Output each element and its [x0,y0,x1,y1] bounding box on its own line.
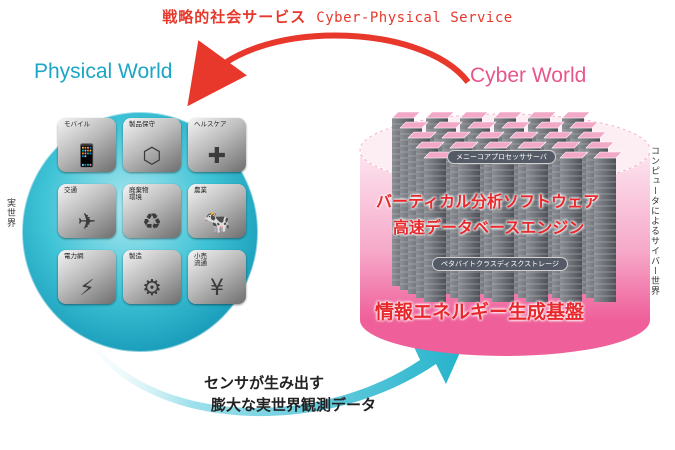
tile-label: 製造 [129,252,142,260]
pillar-top [593,151,623,159]
cow-icon: 🐄 [203,210,231,235]
car-plane-icon: ✈ [77,210,97,235]
product-maintenance-icon: ⬡ [142,144,162,169]
pillar-top [407,131,437,139]
tile-1: モバイル 📱 [58,118,116,172]
pillar-top [449,141,479,149]
pillar-top [517,141,547,149]
pillar-top [561,111,591,119]
petabyte-storage-label: ペタバイトクラスディスクストレージ [432,257,569,271]
tile-label: ヘルスケア [194,120,227,128]
service-title-en: Cyber-Physical Service [316,10,513,26]
information-energy-foundation: 情報エネルギー生成基盤 [375,301,585,323]
pillar-top [551,141,581,149]
pillar-top [577,131,607,139]
power-tower-icon: ⚡ [79,276,95,301]
tile-8: 製造 ⚙ [123,250,181,304]
cyber-world-side-label: コンピュータによるサイバー世界 [649,146,659,296]
tile-label: 交通 [64,186,77,194]
tile-7: 電力網 ⚡ [58,250,116,304]
tile-3: ヘルスケア ✚ [188,118,246,172]
service-arrow [187,32,471,107]
real-world-label: 実世界 [5,198,15,228]
pillar-top [467,121,497,129]
mobile-phone-icon: 📱 [73,144,101,169]
pillar-top [527,111,557,119]
pillar-top [433,121,463,129]
tile-9: 小売 流通¥ [188,250,246,304]
manycore-server-label: メニーコアプロセッササーバ [447,150,556,164]
tile-label: 小売 流通 [194,252,207,267]
tile-label: 廃棄物 環境 [129,186,149,201]
data-flow-arrow [70,300,470,417]
pillar-top [569,121,599,129]
pillar-top [559,151,589,159]
tile-5: 廃棄物 環境 ♻ [123,184,181,238]
tile-label: 電力網 [64,252,84,260]
pillar-top [459,111,489,119]
healthcare-icon: ✚ [207,144,227,169]
pillar-top [543,131,573,139]
physical-world-title: Physical World [34,60,173,83]
pillar-top [441,131,471,139]
pillar-top [425,111,455,119]
database-engine: 高速データベースエンジン [393,218,585,237]
pillar-top [509,131,539,139]
tile-label: モバイル [64,120,90,128]
sensor-text-line1: センサが生み出す [204,374,325,392]
service-title-jp: 戦略的社会サービス [162,8,307,26]
tile-2: 製品保守 ⬡ [123,118,181,172]
tile-6: 農業 🐄 [188,184,246,238]
pillar-top [501,121,531,129]
gears-icon: ⚙ [142,276,162,301]
globe-recycle-icon: ♻ [142,210,162,235]
server-pillars [391,111,623,302]
pillar-top [493,111,523,119]
pillar-top [483,141,513,149]
retail-icon: ¥ [210,276,224,301]
tile-label: 製品保守 [129,120,155,128]
pillar-top [415,141,445,149]
pillar-top [399,121,429,129]
pillar-top [475,131,505,139]
service-title: 戦略的社会サービス Cyber-Physical Service [0,6,675,27]
pillar-top [585,141,615,149]
pillar-top [391,111,421,119]
vertical-analysis-software: バーティカル分析ソフトウェア [376,192,600,211]
cyber-world-title: Cyber World [470,64,587,87]
tile-label: 農業 [194,186,207,194]
tile-4: 交通 ✈ [58,184,116,238]
sensor-text-line2: 膨大な実世界観測データ [211,396,377,414]
pillar-top [535,121,565,129]
